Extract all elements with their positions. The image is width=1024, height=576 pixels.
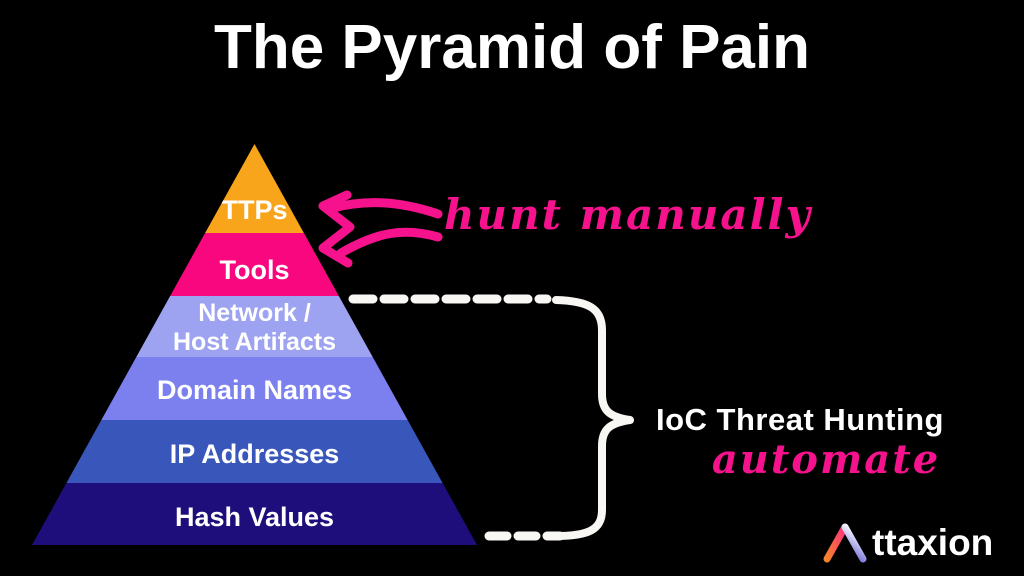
- pyramid-layer-tools-label: Tools: [219, 254, 290, 285]
- ioc-threat-hunting-label: IoC Threat Hunting: [656, 402, 944, 437]
- automate-label: automate: [711, 436, 941, 483]
- pyramid-layer-tools: Tools: [32, 233, 477, 296]
- pyramid-layer-ttps: TTPs: [32, 144, 477, 233]
- pyramid-layer-hash-values-label: Hash Values: [174, 502, 335, 533]
- pyramid-layer-ttps-label: TTPs: [221, 194, 288, 225]
- attaxion-logo-text: ttaxion: [872, 522, 994, 563]
- hunt-manually-arrow-icon: [318, 190, 443, 268]
- pyramid-of-pain: TTPs Tools Network / Host Artifacts Doma…: [32, 144, 477, 545]
- hunt-manually-label: hunt manually: [444, 190, 812, 239]
- attaxion-triangle-icon: [823, 523, 867, 563]
- pyramid-layer-domain-names: Domain Names: [32, 357, 477, 420]
- pyramid-layer-network-host-artifacts-label: Network / Host Artifacts: [173, 298, 336, 356]
- pyramid-layer-ip-addresses-label: IP Addresses: [169, 438, 340, 469]
- curly-brace-icon: [552, 296, 634, 540]
- pyramid-layer-hash-values: Hash Values: [32, 483, 477, 545]
- page-title: The Pyramid of Pain: [213, 13, 811, 82]
- attaxion-logo: ttaxion: [819, 520, 993, 566]
- pyramid-layer-network-host-artifacts: Network / Host Artifacts: [32, 296, 477, 357]
- pyramid-layer-domain-names-label: Domain Names: [156, 374, 353, 405]
- pyramid-layer-ip-addresses: IP Addresses: [32, 420, 477, 483]
